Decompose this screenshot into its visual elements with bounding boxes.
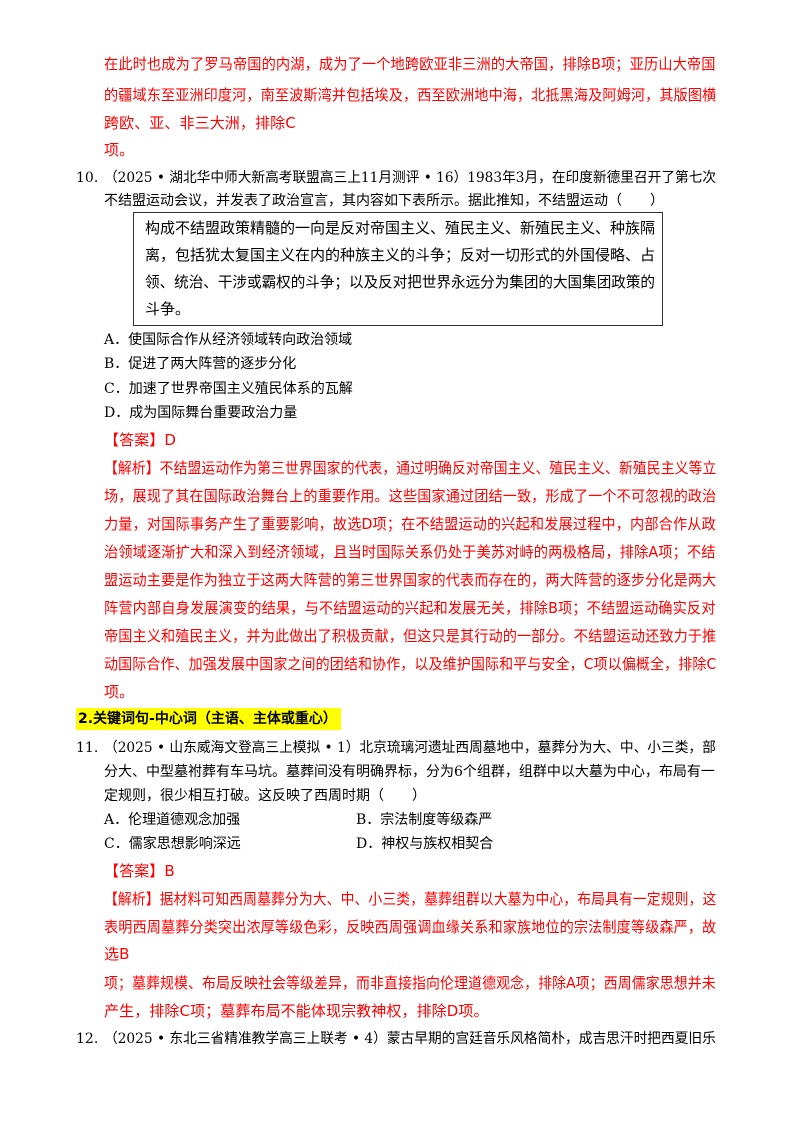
q11-number: 11. — [76, 740, 99, 756]
q11-analysis-line-2: 表明西周墓葬分类突出浓厚等级色彩，反映西周强调血缘关系和家族地位的宗法制度等级森… — [104, 918, 717, 936]
q10-stem-line-1: （2025 • 湖北华中师大新高考联盟高三上11月测评 • 16）1983年3月… — [104, 170, 717, 186]
q11-stem-line-1: （2025 • 山东威海文登高三上模拟 • 1）北京琉璃河遗址西周墓地中，墓葬分… — [104, 740, 716, 756]
q11-analysis-line-5: 产生，排除C项；墓葬布局不能体现宗教神权，排除D项。 — [104, 1002, 489, 1020]
q10-answer: 【答案】D — [104, 431, 177, 449]
q11-option-b: B．宗法制度等级森严 — [356, 812, 493, 828]
q10-analysis-line-1: 【解析】不结盟运动作为第三世界国家的代表，通过明确反对帝国主义、殖民主义、新殖民… — [104, 459, 717, 477]
q10-analysis-line-6: 阵营内部自身发展演变的结果，与不结盟运动的兴起和发展无关，排除B项；不结盟运动确… — [104, 599, 716, 617]
q9-analysis-line-2: 的疆域东至亚洲印度河，南至波斯湾并包括埃及，西至欧洲地中海，北抵黑海及阿姆河，其… — [104, 86, 717, 104]
q10-analysis-line-2: 场，展现了其在国际政治舞台上的重要作用。这些国家通过团结一致，形成了一个不可忽视… — [104, 487, 717, 505]
q11-analysis-line-3: 选B — [104, 945, 130, 963]
q12-number: 12. — [76, 1031, 99, 1047]
q9-analysis-line-1: 在此时也成为了罗马帝国的内湖，成为了一个地跨欧亚非三洲的大帝国，排除B项；亚历山… — [104, 55, 716, 73]
q11-option-a: A．伦理道德观念加强 — [104, 812, 241, 828]
q10-quote-line-2: 离，包括犹太复国主义在内的种族主义的斗争；反对一切形式的外国侵略、占 — [145, 246, 656, 264]
q10-analysis-line-5: 盟运动主要是作为独立于这两大阵营的第三世界国家的代表而存在的，两大阵营的逐步分化… — [104, 571, 717, 589]
q10-quote-line-3: 领、统治、干涉或霸权的斗争；以及反对把世界永远分为集团的大国集团政策的 — [145, 273, 656, 291]
q10-quote-box — [133, 212, 663, 326]
q9-analysis-line-4: 项。 — [104, 141, 135, 159]
q10-analysis-line-8: 动国际合作、加强发展中国家之间的团结和协作，以及维护国际和平与安全，C项以偏概全… — [104, 655, 717, 673]
q11-option-d: D．神权与族权相契合 — [356, 836, 494, 852]
q10-option-b: B．促进了两大阵营的逐步分化 — [104, 356, 297, 372]
q10-analysis-line-4: 治领域逐渐扩大和深入到经济领域，且当时国际关系仍处于美苏对峙的两极格局，排除A项… — [104, 543, 716, 561]
q11-stem-line-2: 分大、中型墓祔葬有车马坑。墓葬间没有明确界标，分为6个组群，组群中以大墓为中心，… — [104, 764, 715, 780]
q9-analysis-line-3: 跨欧、亚、非三大洲，排除C — [104, 114, 296, 132]
q10-number: 10. — [76, 170, 99, 186]
q11-stem-line-3: 定规则，很少相互打破。这反映了西周时期（ ） — [104, 788, 426, 804]
q10-quote-line-1: 构成不结盟政策精髓的一向是反对帝国主义、殖民主义、新殖民主义、种族隔 — [145, 219, 656, 237]
q10-quote-line-4: 斗争。 — [145, 300, 191, 318]
q10-option-a: A．使国际合作从经济领域转向政治领域 — [104, 332, 353, 348]
q10-analysis-line-7: 帝国主义和殖民主义，并为此做出了积极贡献，但这只是其行动的一部分。不结盟运动还致… — [104, 627, 717, 645]
q11-analysis-line-4: 项；墓葬规模、布局反映社会等级差异，而非直接指向伦理道德观念，排除A项；西周儒家… — [104, 974, 716, 992]
section-heading: 2.关键词句-中心词（主语、主体或重心） — [76, 708, 341, 730]
q12-stem-line-1: （2025 • 东北三省精准教学高三上联考 • 4）蒙古早期的宫廷音乐风格简朴，… — [104, 1031, 716, 1047]
q10-stem-line-2: 不结盟运动会议，并发表了政治宣言，其内容如下表所示。据此推知，不结盟运动（ ） — [104, 193, 664, 209]
q11-answer: 【答案】B — [104, 862, 175, 880]
q10-option-c: C．加速了世界帝国主义殖民体系的瓦解 — [104, 381, 353, 397]
q10-analysis-line-3: 力量，对国际事务产生了重要影响，故选D项；在不结盟运动的兴起和发展过程中，内部合… — [104, 515, 716, 533]
q11-option-c: C．儒家思想影响深远 — [104, 836, 241, 852]
q11-analysis-line-1: 【解析】据材料可知西周墓葬分为大、中、小三类，墓葬组群以大墓为中心，布局具有一定… — [104, 890, 717, 908]
q10-analysis-line-9: 项。 — [104, 683, 135, 701]
q10-option-d: D．成为国际舞台重要政治力量 — [104, 405, 298, 421]
